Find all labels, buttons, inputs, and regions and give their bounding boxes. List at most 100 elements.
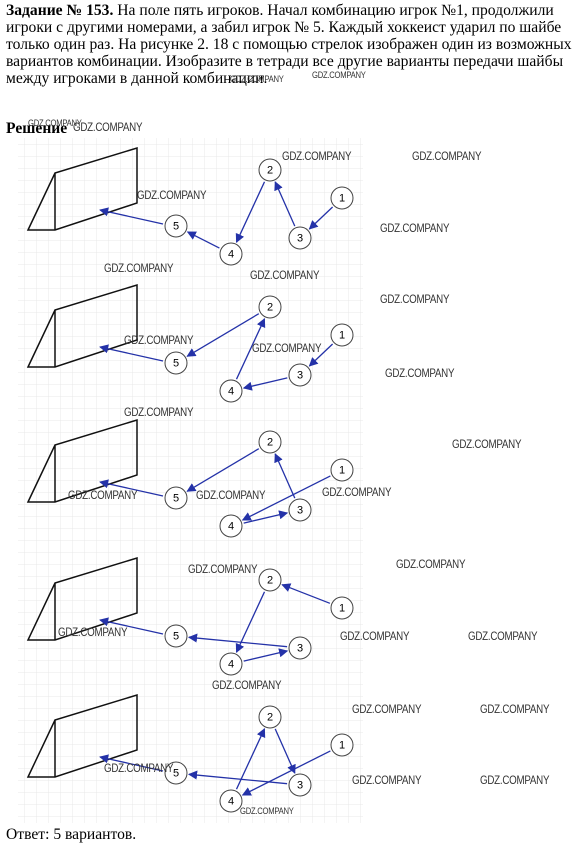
watermark-text: GDZ.COMPANY xyxy=(480,704,550,716)
player-5: 5 xyxy=(164,761,188,785)
watermark-text: GDZ.COMPANY xyxy=(340,631,410,643)
player-circle xyxy=(219,789,243,813)
player-circle xyxy=(258,430,282,454)
player-circle xyxy=(219,652,243,676)
watermark-text: GDZ.COMPANY xyxy=(73,122,143,134)
player-circle xyxy=(288,498,312,522)
watermark-text: GDZ.COMPANY xyxy=(396,559,466,571)
variant-panel: 1 2 3 4 5 xyxy=(26,418,354,538)
player-number: 5 xyxy=(173,493,179,505)
player-number: 2 xyxy=(267,302,273,314)
player-number: 2 xyxy=(267,712,273,724)
watermark-text: GDZ.COMPANY xyxy=(380,294,450,306)
player-2: 2 xyxy=(258,158,282,182)
variant-panel: 1 2 3 4 5 xyxy=(26,283,354,403)
pass-arrow xyxy=(243,510,289,524)
watermark-text: GDZ.COMPANY xyxy=(104,263,174,275)
player-number: 1 xyxy=(339,603,345,615)
watermark-text: GDZ.COMPANY xyxy=(352,704,422,716)
pass-arrow xyxy=(308,343,334,367)
watermark-text: GDZ.COMPANY xyxy=(240,806,294,816)
pass-arrow xyxy=(241,750,331,796)
hockey-goal xyxy=(26,146,138,231)
player-4: 4 xyxy=(219,652,243,676)
watermark-text: GDZ.COMPANY xyxy=(124,335,194,347)
player-circle xyxy=(258,705,282,729)
player-number: 3 xyxy=(297,370,303,382)
watermark-text: GDZ.COMPANY xyxy=(137,190,207,202)
pass-arrow xyxy=(186,313,260,357)
player-circle xyxy=(330,186,354,210)
shot-arrow xyxy=(99,754,164,772)
player-number: 1 xyxy=(339,740,345,752)
shot-arrow xyxy=(99,479,164,497)
player-1: 1 xyxy=(330,186,354,210)
watermark-text: GDZ.COMPANY xyxy=(104,763,174,775)
shot-arrow xyxy=(99,344,164,362)
player-number: 2 xyxy=(267,165,273,177)
pass-arrow xyxy=(308,206,334,230)
pass-arrow xyxy=(241,475,331,521)
watermark-text: GDZ.COMPANY xyxy=(124,407,194,419)
player-circle xyxy=(164,486,188,510)
watermark-text: GDZ.COMPANY xyxy=(322,487,392,499)
watermark-text: GDZ.COMPANY xyxy=(452,439,522,451)
player-number: 3 xyxy=(297,505,303,517)
player-5: 5 xyxy=(164,624,188,648)
watermark-text: GDZ.COMPANY xyxy=(412,151,482,163)
player-3: 3 xyxy=(288,363,312,387)
watermark-text: GDZ.COMPANY xyxy=(58,627,128,639)
grid-background xyxy=(18,138,363,823)
answer-text: Ответ: 5 вариантов. xyxy=(6,826,137,843)
player-number: 4 xyxy=(228,386,234,398)
player-2: 2 xyxy=(258,568,282,592)
player-circle xyxy=(219,242,243,266)
watermark-text: GDZ.COMPANY xyxy=(28,118,82,128)
watermark-text: GDZ.COMPANY xyxy=(68,490,138,502)
pass-arrow xyxy=(186,231,220,249)
player-circle xyxy=(330,596,354,620)
player-circle xyxy=(288,636,312,660)
player-2: 2 xyxy=(258,295,282,319)
player-1: 1 xyxy=(330,733,354,757)
player-number: 3 xyxy=(297,780,303,792)
pass-arrow xyxy=(187,633,288,648)
player-number: 5 xyxy=(173,221,179,233)
player-4: 4 xyxy=(219,514,243,538)
pass-arrow xyxy=(186,448,260,492)
pass-arrow xyxy=(274,453,296,499)
player-number: 4 xyxy=(228,521,234,533)
player-circle xyxy=(164,761,188,785)
player-number: 2 xyxy=(267,575,273,587)
player-number: 1 xyxy=(339,465,345,477)
watermark-text: GDZ.COMPANY xyxy=(352,775,422,787)
pass-arrow xyxy=(235,181,266,244)
player-circle xyxy=(330,458,354,482)
player-number: 5 xyxy=(173,358,179,370)
pass-arrow xyxy=(235,317,266,380)
hockey-goal xyxy=(26,283,138,368)
player-1: 1 xyxy=(330,596,354,620)
player-number: 4 xyxy=(228,796,234,808)
player-4: 4 xyxy=(219,789,243,813)
player-circle xyxy=(288,226,312,250)
player-circle xyxy=(258,295,282,319)
player-circle xyxy=(258,568,282,592)
watermark-text: GDZ.COMPANY xyxy=(252,343,322,355)
player-number: 1 xyxy=(339,330,345,342)
player-4: 4 xyxy=(219,379,243,403)
watermark-text: GDZ.COMPANY xyxy=(282,151,352,163)
player-circle xyxy=(258,158,282,182)
solution-label: Решение xyxy=(6,120,68,137)
player-number: 5 xyxy=(173,768,179,780)
watermark-text: GDZ.COMPANY xyxy=(188,564,258,576)
player-number: 1 xyxy=(339,193,345,205)
watermark-text: GDZ.COMPANY xyxy=(230,74,284,84)
player-2: 2 xyxy=(258,430,282,454)
player-3: 3 xyxy=(288,773,312,797)
player-5: 5 xyxy=(164,486,188,510)
player-number: 3 xyxy=(297,233,303,245)
